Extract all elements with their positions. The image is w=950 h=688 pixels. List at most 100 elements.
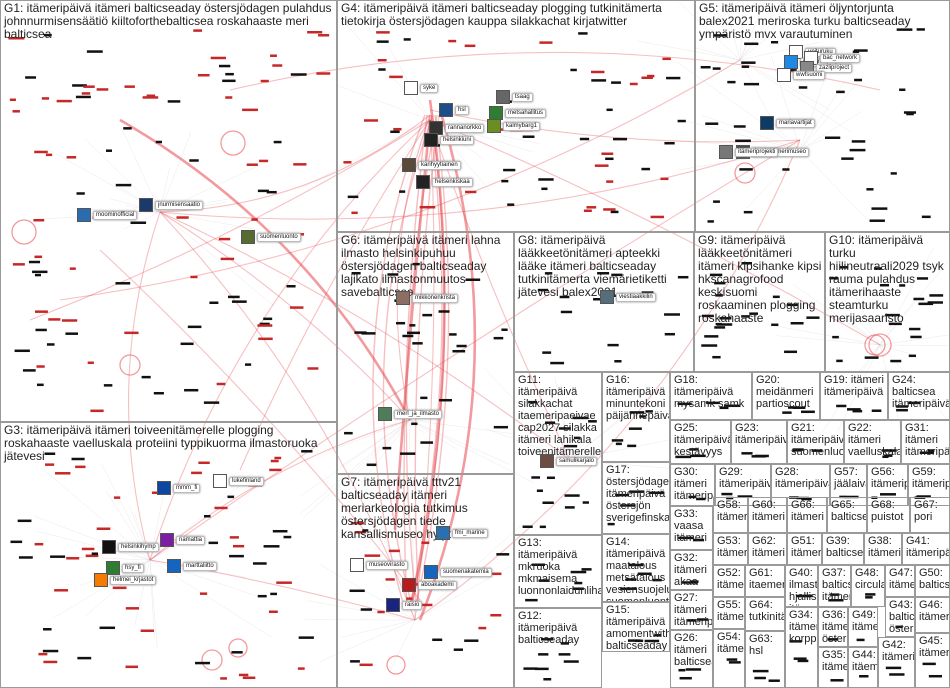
node-label: mikkonenkrista: [412, 294, 458, 303]
avatar: [241, 230, 255, 244]
group-box-g12: G12: itämeripäivä balticseaday: [514, 608, 602, 688]
group-title: G66: itämeri: [791, 499, 825, 523]
node-label: jnurmisensaatio: [155, 201, 203, 210]
group-box-g60: G60: itämeri: [748, 497, 787, 533]
group-box-g52: G52: itämeri: [713, 565, 745, 597]
avatar: [439, 103, 453, 117]
group-box-g55: G55: itämeri: [713, 597, 745, 629]
group-box-g13: G13: itämeripäivä mkruoka mkmaisema luon…: [514, 535, 602, 608]
group-title: G44: itäemeri: [852, 649, 876, 673]
group-title: G27: itämeri itämeripäivä: [674, 592, 711, 628]
group-title: G13: itämeripäivä mkruoka mkmaisema luon…: [518, 537, 600, 597]
group-title: G60: itämeri: [752, 499, 785, 523]
avatar: [540, 454, 554, 468]
group-title: G9: itämeripäivä lääkkeetönitämeri itäme…: [698, 234, 823, 325]
group-title: G3: itämeripäivä itämeri toiveenitämerel…: [4, 424, 335, 463]
group-box-g39: G39: balticsea: [822, 533, 864, 565]
group-box-g47: G47: itämeri: [885, 565, 915, 597]
group-title: G6: itämeripäivä itämeri lahna ilmasto h…: [341, 234, 512, 299]
avatar: [213, 474, 227, 488]
node-label: metsahallitus: [505, 109, 546, 118]
group-title: G37: balticsea itämeri: [822, 567, 849, 603]
group-title: G67: pori: [914, 499, 948, 523]
node-label: tsaag: [512, 93, 533, 102]
group-title: G1: itämeripäivä itämeri balticseaday ös…: [4, 2, 335, 41]
group-title: G63: hsl: [749, 633, 783, 657]
avatar: [489, 106, 503, 120]
group-box-g40: G40: ilmasto hjallis itämeri: [785, 565, 818, 607]
group-box-g9: G9: itämeripäivä lääkkeetönitämeri itäme…: [694, 232, 825, 372]
group-title: G56: itämeripäivä: [871, 466, 906, 490]
group-title: G22: itämeri vaelluskala: [848, 422, 899, 458]
avatar: [760, 116, 774, 130]
group-box-g31: G31: itämeri itämeripäivä: [901, 420, 950, 464]
group-title: G33: vaasa itämeri: [674, 508, 711, 544]
group-title: G36: itämeri östersjön: [822, 609, 846, 645]
group-title: G38: itämeri: [868, 535, 900, 559]
group-box-g65: G65: balticsea: [827, 497, 867, 533]
node-label: syke: [420, 84, 438, 93]
group-title: G14: itämeripäivä maatalous metsätalous …: [606, 536, 668, 602]
group-box-g43: G43: balticsea östersjön: [885, 597, 915, 637]
group-box-g42: G42: itämeri: [878, 637, 915, 688]
group-title: G46: itämeri: [919, 599, 948, 623]
group-title: G32: itämeri akaa: [674, 552, 711, 588]
group-box-g22: G22: itämeri vaelluskala: [844, 420, 901, 464]
node-label: raisio: [402, 601, 422, 610]
group-box-g27: G27: itämeri itämeripäivä: [670, 590, 713, 630]
node-label: marttaliitto: [183, 562, 217, 571]
group-title: G10: itämeripäivä turku hiilineutraali20…: [829, 234, 948, 325]
avatar: [784, 55, 798, 69]
group-title: G58: itämeri: [717, 499, 746, 523]
group-box-g53: G53: itämeri: [713, 533, 748, 565]
group-title: G45: itämeri: [919, 635, 948, 659]
group-box-g33: G33: vaasa itämeri: [670, 506, 713, 550]
group-box-g18: G18: itämeripäivä mysamk samk: [670, 372, 752, 420]
group-title: G4: itämeripäivä itämeri balticseaday pl…: [341, 2, 693, 28]
avatar: [157, 481, 171, 495]
group-box-g14: G14: itämeripäivä maatalous metsätalous …: [602, 534, 670, 602]
group-title: G62: itämeri: [752, 535, 785, 559]
avatar: [106, 561, 120, 575]
group-title: G64: tutkinitämerta: [749, 599, 783, 623]
node-label: mariavartijat: [776, 119, 815, 128]
group-box-g1: G1: itämeripäivä itämeri balticseaday ös…: [0, 0, 337, 422]
avatar: [378, 407, 392, 421]
node-label: lukefinland: [229, 477, 264, 486]
group-title: G41: itämeripäivä: [906, 535, 948, 559]
group-box-g16: G16: itämeripäivä minuntekoni päijännepä…: [602, 372, 670, 462]
avatar: [416, 175, 430, 189]
group-title: G16: itämeripäivä minuntekoni päijännepä…: [606, 374, 668, 422]
avatar: [402, 578, 416, 592]
group-box-g23: G23: itämeripäivä: [731, 420, 787, 464]
node-label: helsinkiuni: [440, 136, 474, 145]
node-label: helsenkiskaa: [432, 178, 473, 187]
group-title: G21: itämeripäivä suomenluonto: [791, 422, 842, 458]
group-title: G49: itämeri: [852, 609, 876, 633]
node-label: helmei_krjastot: [110, 576, 156, 585]
group-title: G30: itämeri itämeripäivä: [674, 466, 713, 502]
group-box-g49: G49: itämeri: [848, 607, 878, 647]
group-title: G29: itämeripäivä: [719, 466, 769, 490]
avatar: [350, 558, 364, 572]
node-label: museovirasto: [366, 561, 408, 570]
avatar: [436, 526, 450, 540]
group-box-g10: G10: itämeripäivä turku hiilineutraali20…: [825, 232, 950, 372]
group-box-g11: G11: itämeripäivä silakkachat itaemeripa…: [514, 372, 602, 535]
group-title: G43: balticsea östersjön: [889, 599, 913, 635]
avatar: [386, 598, 400, 612]
group-title: G48: circulareconomy: [855, 567, 883, 591]
group-box-g68: G68: puistot: [867, 497, 910, 533]
group-title: G57: jäälaiva: [834, 466, 865, 490]
group-box-g35: G35: itämeri: [818, 647, 848, 688]
group-title: G12: itämeripäivä balticseaday: [518, 610, 600, 646]
avatar: [94, 573, 108, 587]
group-title: G53: itämeri: [717, 535, 746, 559]
group-box-g36: G36: itämeri östersjön: [818, 607, 848, 647]
node-label: viestiaakkilin: [616, 293, 656, 302]
group-title: G59: itämeripäivä: [912, 466, 948, 490]
avatar: [719, 145, 733, 159]
node-label: aboakademi: [418, 581, 457, 590]
group-box-g15: G15: itämeripäivä amomentwith balticsead…: [602, 602, 670, 652]
